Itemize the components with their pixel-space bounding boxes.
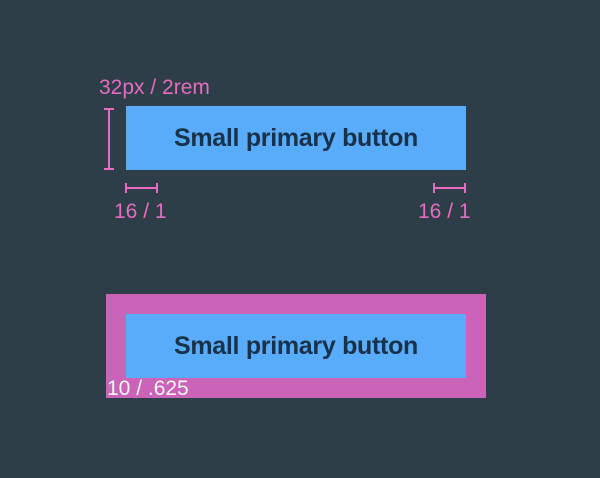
height-label: 32px / 2rem: [99, 76, 210, 99]
margin-label: 10 / .625: [107, 377, 189, 400]
padding-left-label: 16 / 1: [114, 200, 167, 223]
padding-right-label: 16 / 1: [418, 200, 471, 223]
small-primary-button-with-margin[interactable]: Small primary button: [126, 314, 466, 378]
small-primary-button[interactable]: Small primary button: [126, 106, 466, 170]
